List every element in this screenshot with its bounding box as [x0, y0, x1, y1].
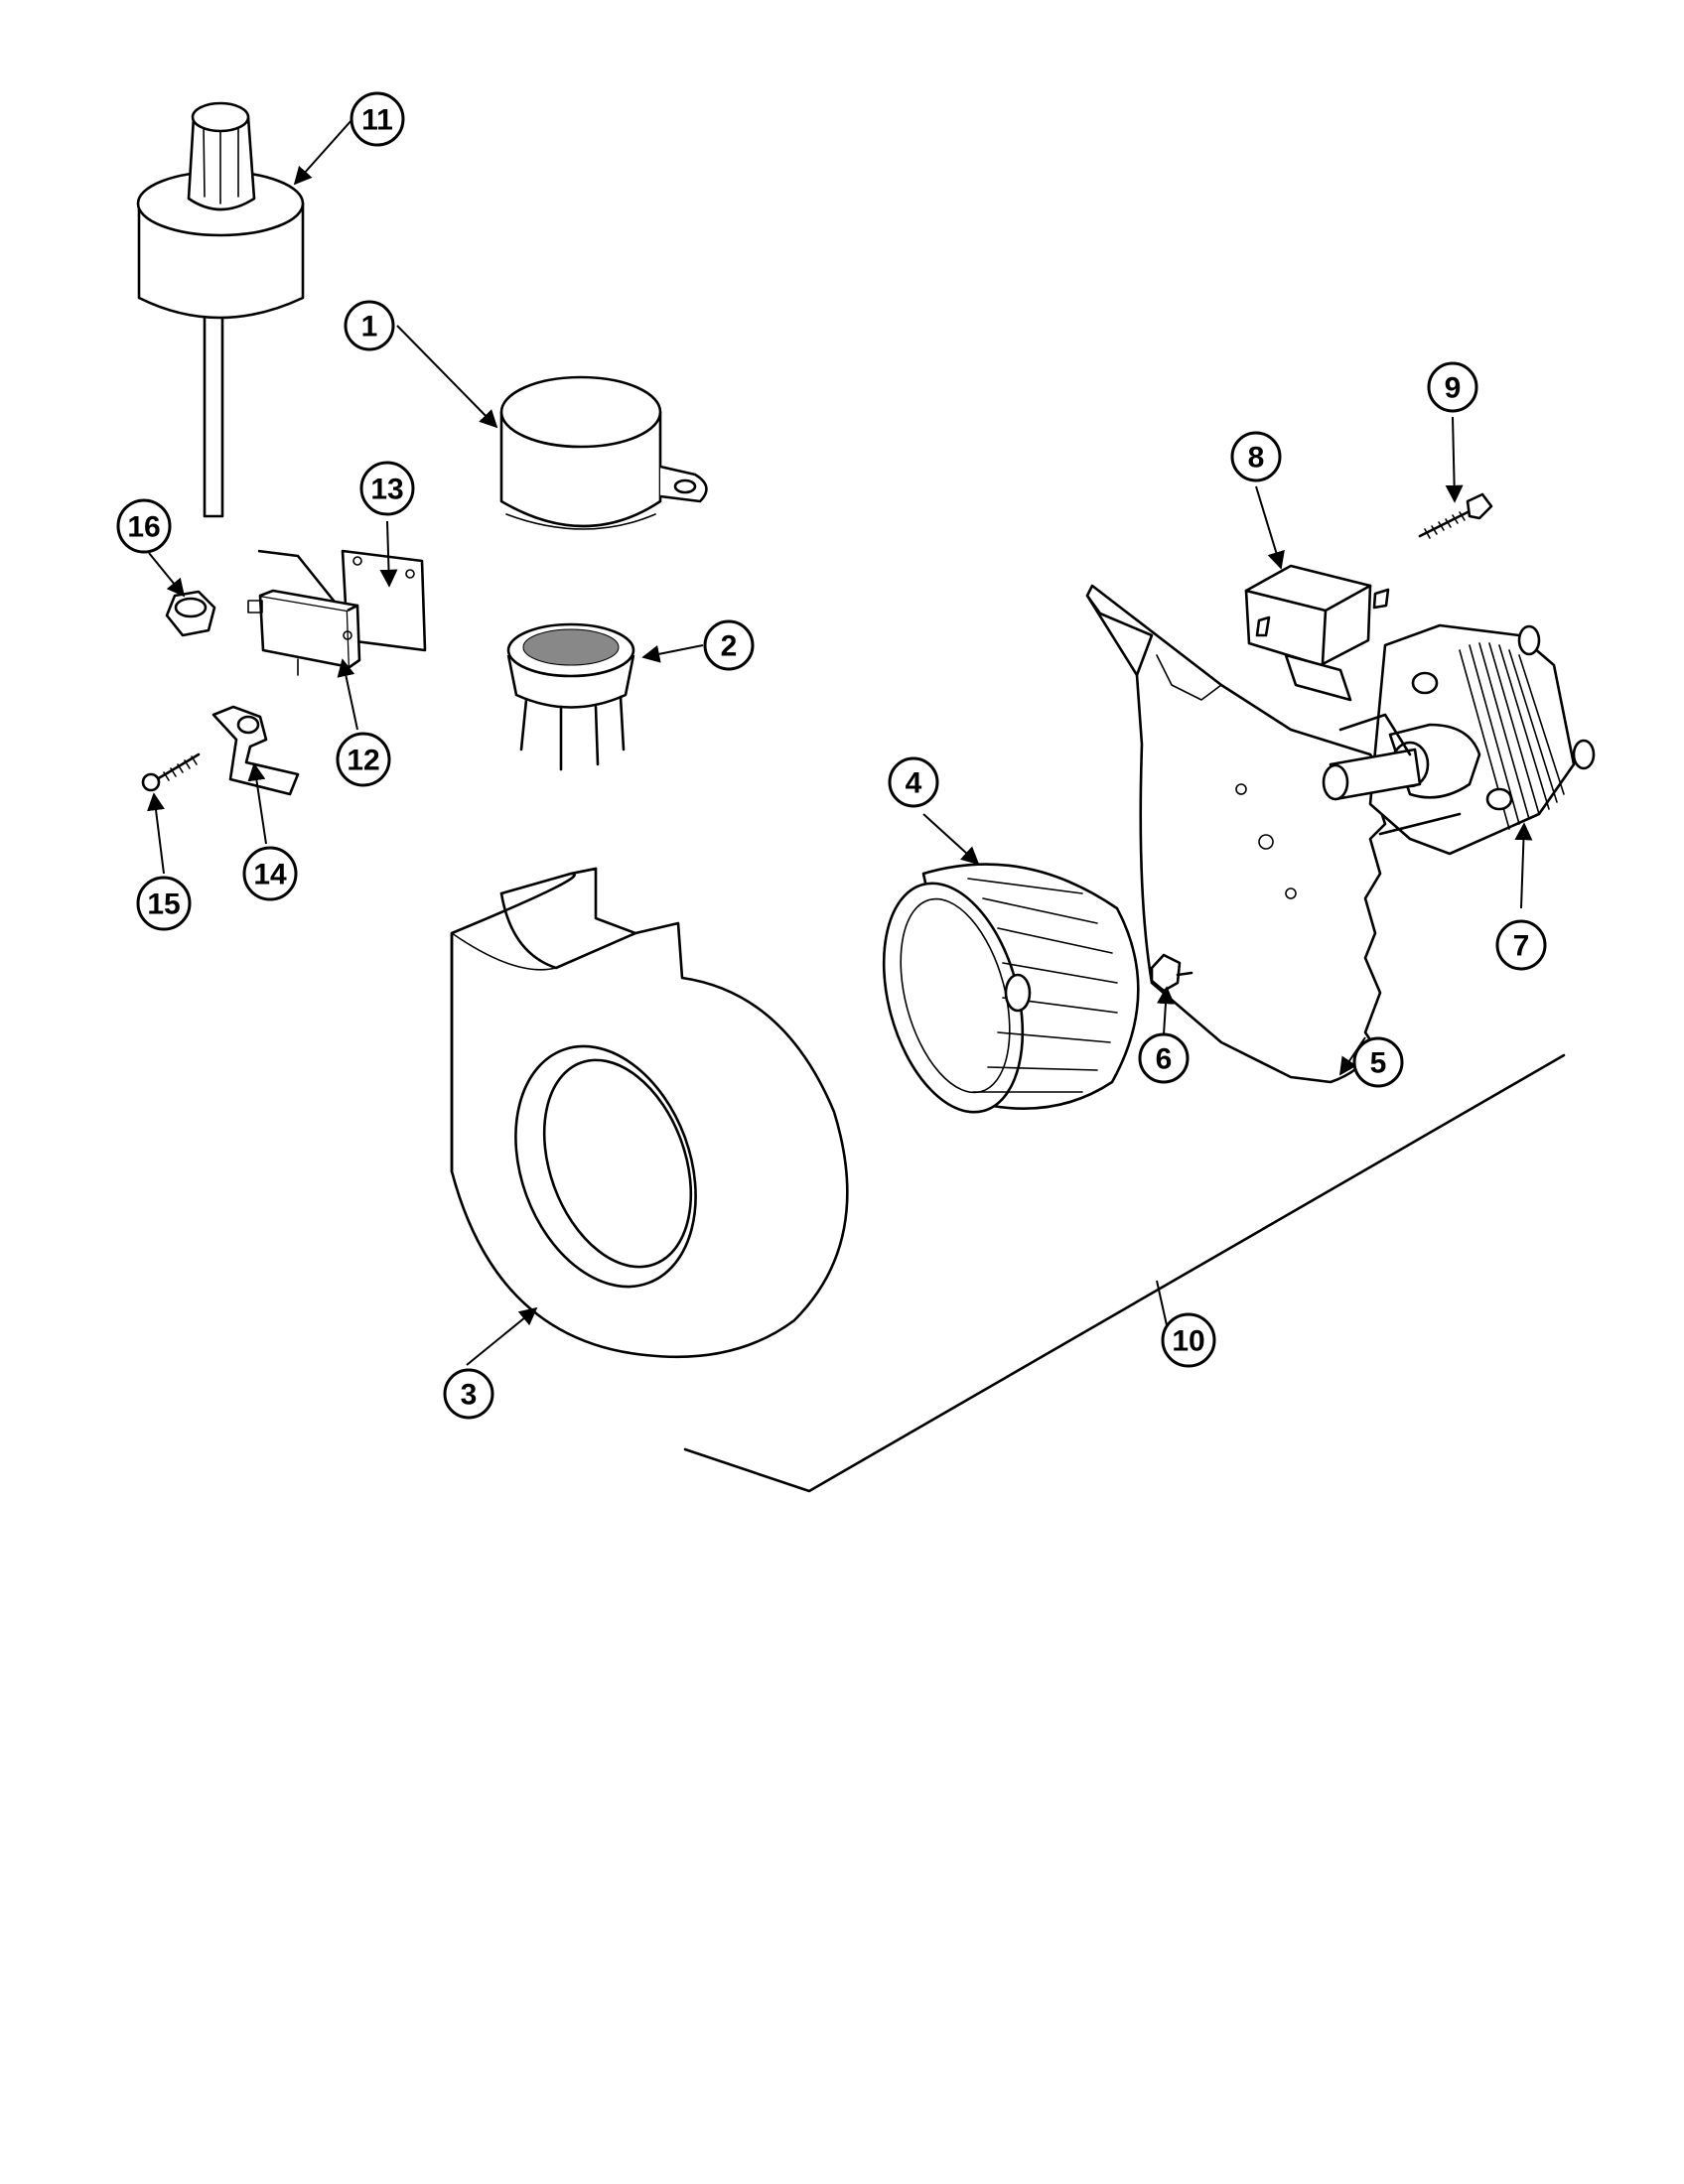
callout-1: 1 [344, 300, 395, 351]
leader-lines [147, 118, 1533, 1366]
callout-4: 4 [888, 756, 939, 808]
part-8-relay [1244, 564, 1390, 702]
callout-2-label: 2 [721, 630, 738, 663]
part-12-switch [247, 549, 361, 676]
callout-16-label: 16 [127, 511, 160, 544]
part-3-blower-housing [450, 867, 849, 1359]
part-7-motor [1322, 623, 1596, 856]
callout-12: 12 [336, 732, 391, 787]
callout-9: 9 [1427, 361, 1478, 413]
callout-13: 13 [359, 461, 415, 516]
callout-6: 6 [1138, 1032, 1190, 1084]
callout-11-label: 11 [361, 104, 393, 137]
callout-7: 7 [1495, 919, 1547, 971]
callout-12-label: 12 [347, 745, 379, 777]
callout-14: 14 [242, 846, 298, 901]
callout-7-label: 7 [1513, 930, 1530, 963]
callout-5-label: 5 [1370, 1047, 1387, 1080]
callout-10: 10 [1161, 1312, 1216, 1368]
callout-2: 2 [703, 619, 755, 671]
part-2-sensor [506, 622, 635, 771]
callout-3: 3 [443, 1368, 494, 1420]
callout-11: 11 [350, 91, 405, 147]
part-11-knob [136, 101, 305, 518]
callout-15: 15 [136, 876, 192, 931]
part-1-cap [499, 375, 708, 530]
callout-10-label: 10 [1172, 1325, 1204, 1358]
callout-15-label: 15 [147, 888, 180, 921]
part-14-bracket [211, 705, 300, 796]
callout-1-label: 1 [361, 311, 378, 343]
callout-8: 8 [1230, 431, 1282, 482]
callout-13-label: 13 [370, 474, 403, 506]
callout-6-label: 6 [1156, 1043, 1173, 1076]
callout-16: 16 [116, 498, 172, 554]
callout-3-label: 3 [461, 1379, 478, 1412]
callout-9-label: 9 [1445, 372, 1462, 405]
callout-5: 5 [1352, 1036, 1404, 1088]
callout-8-label: 8 [1248, 442, 1265, 475]
part-16-nut [165, 590, 216, 637]
part-9-screw [1418, 492, 1493, 539]
part-6-screw [1150, 953, 1193, 993]
callout-4-label: 4 [906, 767, 922, 800]
callout-14-label: 14 [253, 859, 287, 891]
part-10-base-panel [683, 1053, 1566, 1493]
part-4-blower-wheel [882, 863, 1140, 1114]
part-15-screw [141, 752, 201, 792]
